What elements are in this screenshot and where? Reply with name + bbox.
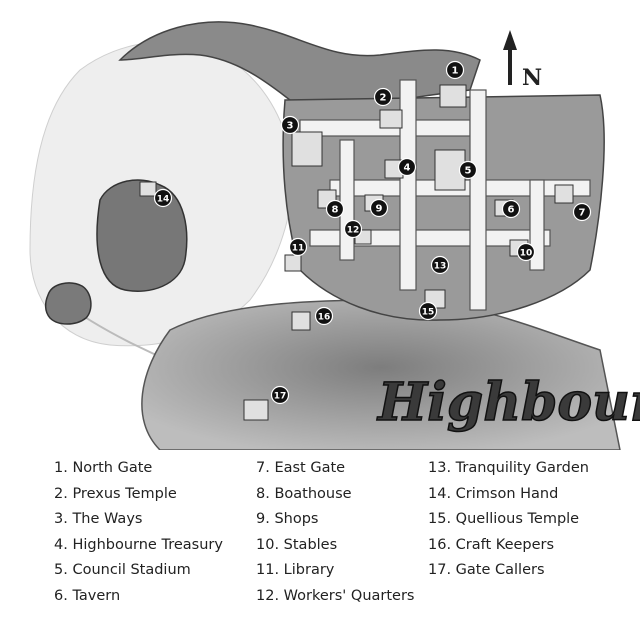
map-marker-label: 7	[579, 208, 586, 219]
legend-item: 13. Tranquility Garden	[428, 460, 589, 476]
legend-item: 2. Prexus Temple	[54, 485, 177, 502]
legend-item: 12. Workers' Quarters	[256, 587, 415, 604]
legend-column-1: 1. North Gate 2. Prexus Temple 3. The Wa…	[54, 458, 223, 611]
map-marker-7: 7	[572, 202, 592, 222]
map-marker-label: 10	[520, 249, 533, 259]
legend-item: 6. Tavern	[54, 587, 121, 604]
map-marker-13: 13	[430, 255, 450, 275]
legend-item: 15. Quellious Temple	[428, 511, 580, 527]
map-marker-label: 5	[465, 166, 472, 177]
map-marker-label: 13	[434, 262, 447, 272]
map-title: Highbourne	[376, 372, 640, 433]
legend-item: 11. Library	[256, 562, 335, 578]
legend-column-2: 7. East Gate 8. Boathouse 9. Shops 10. S…	[256, 458, 414, 611]
legend-column-3: 13. Tranquility Garden 14. Crimson Hand …	[428, 458, 589, 586]
map-marker-11: 11	[288, 237, 308, 257]
legend-item: 5. Council Stadium	[54, 562, 191, 578]
large-rock	[96, 179, 188, 292]
map-marker-15: 15	[418, 301, 438, 321]
legend-item: 7. East Gate	[256, 460, 346, 476]
map-marker-label: 11	[292, 244, 305, 254]
map-marker-12: 12	[343, 219, 363, 239]
crimson-hand-building	[139, 181, 157, 197]
map-marker-10: 10	[516, 242, 536, 262]
map-marker-1: 1	[445, 60, 465, 80]
map-marker-label: 12	[347, 226, 360, 236]
map-marker-label: 1	[452, 66, 459, 77]
map-marker-label: 4	[404, 163, 411, 174]
map-marker-label: 14	[157, 195, 170, 205]
legend-item: 9. Shops	[256, 511, 319, 527]
legend-item: 1. North Gate	[54, 460, 153, 476]
map-marker-label: 3	[287, 121, 294, 132]
map-marker-label: 2	[380, 93, 387, 104]
map-marker-label: 9	[376, 204, 383, 215]
map-marker-label: 16	[318, 313, 331, 323]
map-marker-label: 15	[422, 308, 435, 318]
legend-item: 4. Highbourne Treasury	[54, 536, 223, 553]
map-marker-2: 2	[373, 87, 393, 107]
legend-item: 8. Boathouse	[256, 485, 352, 502]
map-marker-5: 5	[458, 160, 478, 180]
map-marker-16: 16	[314, 306, 334, 326]
legend-item: 3. The Ways	[54, 511, 143, 527]
map-marker-9: 9	[369, 198, 389, 218]
north-arrow-icon: N	[503, 30, 542, 91]
map-marker-14: 14	[153, 188, 173, 208]
map-marker-8: 8	[325, 199, 345, 219]
legend-item: 17. Gate Callers	[428, 562, 545, 578]
map-marker-label: 17	[274, 392, 287, 402]
map-marker-4: 4	[397, 157, 417, 177]
small-rock	[44, 282, 92, 325]
map-marker-3: 3	[280, 115, 300, 135]
map-marker-label: 6	[508, 205, 515, 216]
town-plateau	[282, 94, 605, 321]
map-marker-17: 17	[270, 385, 290, 405]
map-marker-6: 6	[501, 199, 521, 219]
svg-text:N: N	[522, 65, 542, 91]
map-marker-label: 8	[332, 205, 339, 216]
legend-item: 10. Stables	[256, 536, 338, 553]
legend-item: 16. Craft Keepers	[428, 536, 555, 553]
legend-item: 14. Crimson Hand	[428, 485, 559, 502]
